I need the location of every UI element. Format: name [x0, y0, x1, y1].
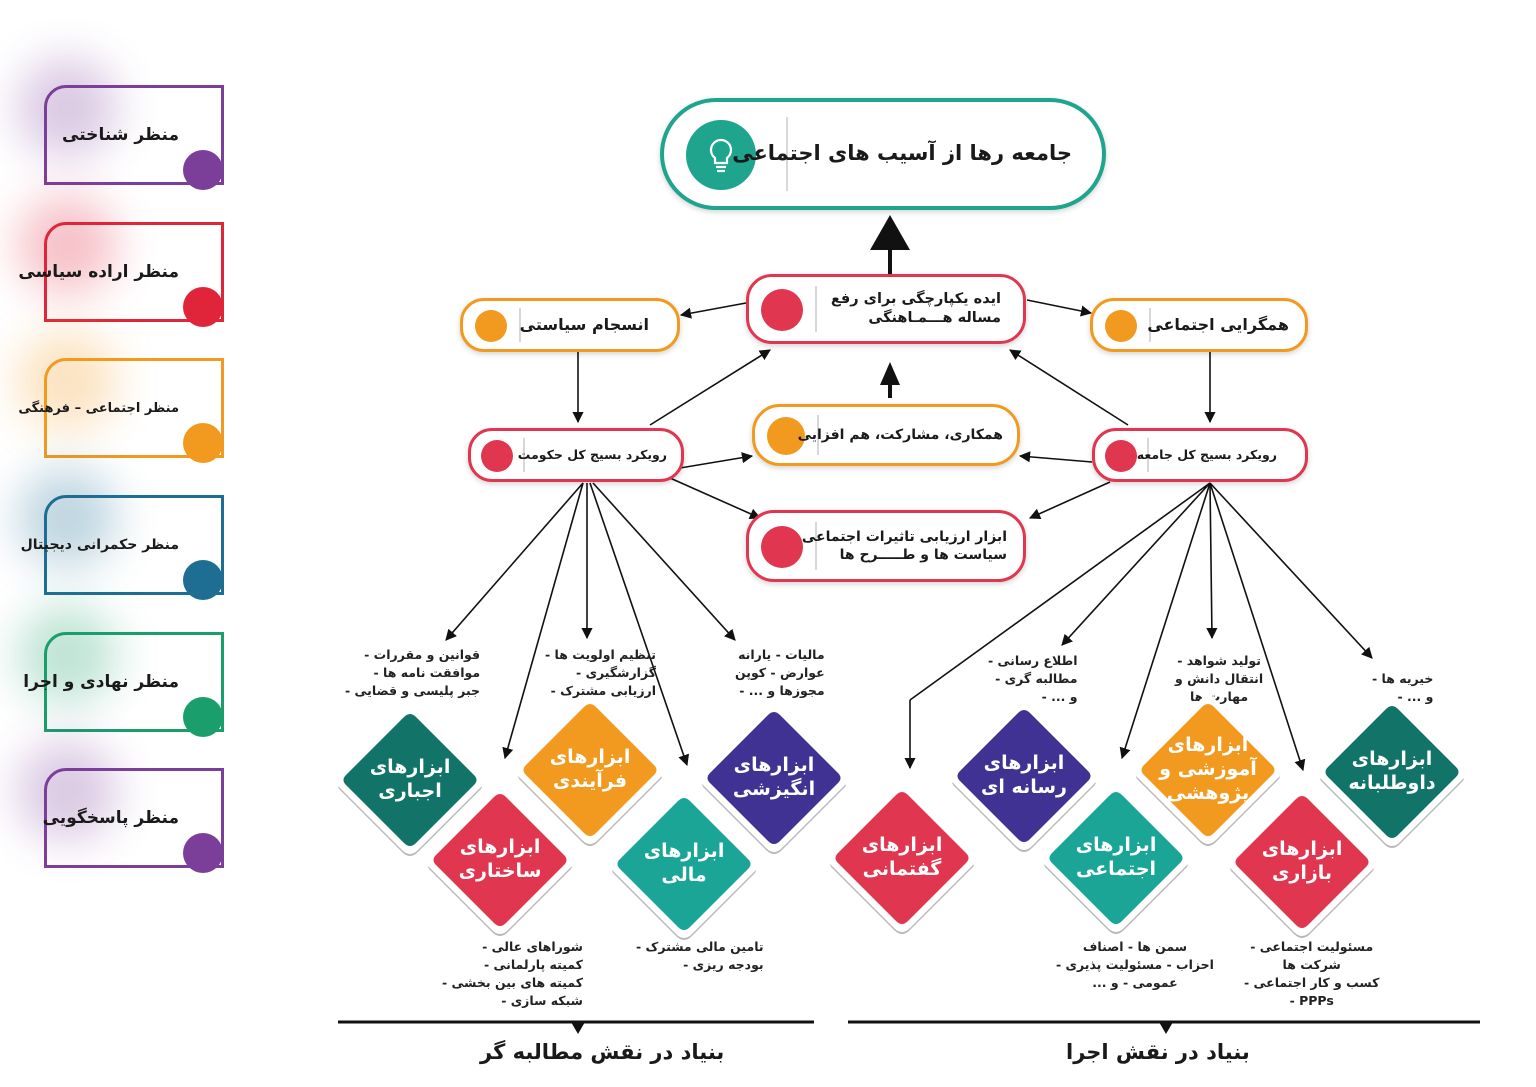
coercive-items-list: قوانین و مقررات -موافقت نامه ها -جبر پلی… — [345, 647, 481, 698]
perspective-dot — [183, 423, 223, 463]
node-label: رویکرد بسیج کل جامعه — [1136, 446, 1277, 462]
perspective-card-institutional: منظر نهادی و اجرا — [17, 605, 224, 737]
perspective-dot — [183, 833, 223, 873]
perspective-card-political-will: منظر اراده سیاسی — [17, 195, 224, 327]
voluntary-items-list: خیریه ها -و ... - — [1372, 671, 1434, 704]
footer-executor-role: بنیاد در نقش اجرا — [1066, 1040, 1250, 1064]
perspective-label: منظر شناختی — [62, 125, 179, 145]
perspective-label: منظر اجتماعی – فرهنگی — [18, 400, 179, 416]
political-coherence-node: انسجام سیاستی — [460, 298, 680, 352]
node-label: همگرایی اجتماعی — [1147, 314, 1289, 334]
node-dot — [767, 417, 805, 455]
goal-title: جامعه رها از آسیب های اجتماعی — [732, 141, 1072, 166]
process-items-list: تنظیم اولویت ها -گزارشگیری -ارزیابی مشتر… — [545, 647, 656, 698]
social-convergence-node: همگرایی اجتماعی — [1090, 298, 1308, 352]
lightbulb-icon — [686, 120, 756, 190]
node-dot — [481, 440, 513, 472]
node-dot — [1105, 440, 1137, 472]
perspective-label: منظر اراده سیاسی — [18, 262, 179, 282]
node-dot — [1105, 310, 1137, 342]
perspective-dot — [183, 150, 223, 190]
node-dot — [761, 289, 803, 331]
perspective-dot — [183, 287, 223, 327]
whole-of-society-node: رویکرد بسیج کل جامعه — [1092, 428, 1308, 482]
whole-of-government-node: رویکرد بسیج کل حکومت — [468, 428, 684, 482]
node-label: رویکرد بسیج کل حکومت — [517, 446, 667, 462]
perspective-label: منظر پاسخگویی — [42, 808, 179, 828]
node-dot — [475, 310, 507, 342]
perspective-dot — [183, 560, 223, 600]
perspective-card-cognitive: منظر شناختی — [17, 58, 224, 190]
perspective-label: منظر حکمرانی دیجیتال — [20, 537, 179, 553]
node-dot — [761, 526, 803, 568]
node-label: انسجام سیاستی — [519, 314, 649, 334]
financial-items-list: تامین مالی مشترک -بودجه ریزی - — [636, 939, 764, 972]
media-items-list: اطلاع رسانی -مطالبه گری -و ... - — [988, 653, 1078, 704]
perspective-dot — [183, 697, 223, 737]
cooperation-node: همکاری، مشارکت، هم افزایی — [752, 404, 1020, 466]
perspective-card-accountability: منظر پاسخگویی — [17, 741, 224, 873]
perspective-card-digital-governance: منظر حکمرانی دیجیتال — [17, 468, 224, 600]
goal-node: جامعه رها از آسیب های اجتماعی — [660, 98, 1106, 210]
perspective-label: منظر نهادی و اجرا — [23, 672, 179, 692]
structural-items-list: شوراهای عالی -کمیته پارلمانی -کمیته های … — [442, 939, 583, 1008]
perspective-card-socio-cultural: منظر اجتماعی – فرهنگی — [17, 331, 224, 463]
footer-demander-role: بنیاد در نقش مطالبه گر — [480, 1040, 725, 1064]
node-label: همکاری، مشارکت، هم افزایی — [797, 426, 1003, 443]
